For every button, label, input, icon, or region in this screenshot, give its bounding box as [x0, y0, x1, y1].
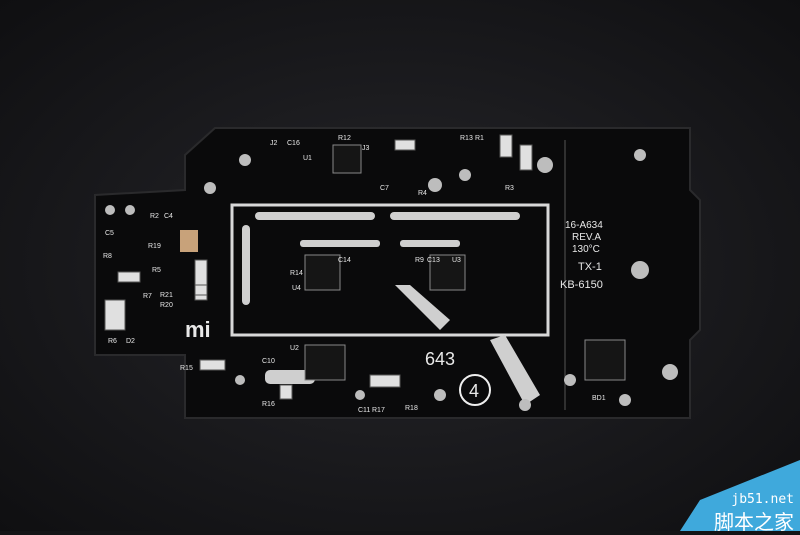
watermark-banner: [680, 460, 800, 531]
component-label: U2: [290, 345, 299, 352]
circled-number-ring: [459, 374, 491, 406]
component-label: R4: [418, 190, 427, 197]
component-label: R13: [460, 135, 473, 142]
capacitor: [180, 230, 198, 252]
component-label: R19: [148, 243, 161, 250]
smd-components: [104, 134, 533, 400]
component-label: C14: [338, 257, 351, 264]
component-label: R16: [262, 401, 275, 408]
component-label: C10: [262, 358, 275, 365]
component-label: R8: [103, 253, 112, 260]
component-label: U4: [292, 285, 301, 292]
isolation-outline: [230, 203, 550, 337]
component-label: R18: [405, 405, 418, 412]
component-label: R20: [160, 302, 173, 309]
marking-line: 130°C: [572, 244, 600, 255]
component-label: C11: [358, 407, 370, 414]
watermark-url: jb51.net: [731, 492, 794, 507]
marking-line: KB-6150: [560, 279, 603, 291]
component-label: C13: [427, 257, 440, 264]
solder-traces: [242, 212, 540, 405]
component-label: C4: [164, 213, 173, 220]
component-label: R5: [152, 267, 161, 274]
component-label: U3: [452, 257, 461, 264]
batch-number: 643: [425, 349, 455, 369]
component-label: R9: [415, 257, 424, 264]
pcb-board: [94, 127, 701, 419]
component-label: R6: [108, 338, 117, 345]
component-label: D2: [126, 338, 135, 345]
component-label: C7: [380, 185, 389, 192]
component-label: U1: [303, 155, 312, 162]
chips: [304, 144, 626, 381]
component-label: C5: [105, 230, 114, 237]
circled-number: 4: [469, 381, 479, 401]
component-label: R12: [338, 135, 351, 142]
component-label: C16: [287, 140, 300, 147]
component-label: R15: [180, 365, 193, 372]
component-label: R17: [372, 407, 385, 414]
watermark-name: 脚本之家: [714, 510, 794, 534]
solder-pads: [105, 149, 678, 411]
component-label: J3: [362, 145, 370, 152]
mi-logo: mi: [185, 317, 211, 342]
component-label: BD1: [592, 395, 606, 402]
marking-line: TX-1: [578, 261, 602, 273]
component-label: R7: [143, 293, 152, 300]
component-label: R1: [475, 135, 484, 142]
component-label: R14: [290, 270, 303, 277]
component-label: J2: [270, 140, 278, 147]
component-label: R3: [505, 185, 514, 192]
component-label: R2: [150, 213, 159, 220]
marking-line: 16-A634: [565, 220, 603, 231]
component-label: R21: [160, 292, 173, 299]
marking-line: REV.A: [572, 232, 601, 243]
